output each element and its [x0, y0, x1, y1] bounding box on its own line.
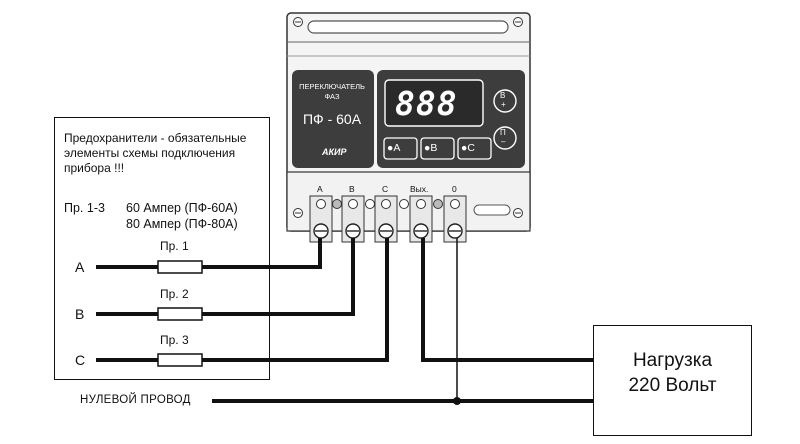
select-button-circle — [493, 89, 517, 113]
program-button-sign: – — [501, 137, 506, 146]
terminal-label-c: C — [382, 184, 389, 194]
fuse-spec-60a: 60 Ампер (ПФ-60А) — [126, 201, 238, 215]
phase-b-button: ●B — [424, 142, 438, 154]
load-label-line2: 220 Вольт — [628, 375, 717, 396]
terminal-label-a: A — [317, 184, 323, 194]
terminal-label-b: B — [349, 184, 355, 194]
device-model: ПФ - 60А — [302, 111, 362, 127]
phase-b-label: B — [75, 306, 85, 322]
fuse-1 — [157, 260, 203, 274]
load-label-line1: Нагрузка — [632, 350, 713, 371]
device-title-line2: ФАЗ — [324, 92, 340, 101]
device-title-line1: ПЕРЕКЛЮЧАТЕЛЬ — [299, 82, 365, 91]
load-box — [593, 325, 752, 436]
terminal-label-output: Вых. — [410, 184, 429, 194]
fuse-note-text: Предохранители - обязательные элементы с… — [64, 131, 247, 175]
phase-c-button-frame — [457, 137, 492, 160]
program-button-label: П — [500, 128, 506, 137]
fuse-spec-80a: 80 Ампер (ПФ-80А) — [126, 217, 238, 231]
terminal-label-zero: 0 — [452, 184, 457, 194]
fuse-2-label: Пр. 2 — [160, 287, 189, 301]
device-name-panel — [292, 70, 374, 168]
wire-output — [421, 238, 593, 362]
display-frame — [384, 79, 484, 127]
fuse-note-box — [54, 117, 270, 380]
fuse-spec-heading: Пр. 1-3 — [64, 201, 105, 215]
phase-a-label: A — [75, 259, 85, 275]
select-button-sign: + — [501, 100, 506, 109]
phase-a-button: ●A — [387, 142, 401, 154]
neutral-wire-label: НУЛЕВОЙ ПРОВОД — [80, 394, 191, 406]
akip-logo: АКИР — [322, 147, 347, 157]
phase-b-button-frame — [420, 137, 455, 160]
fuse-1-label: Пр. 1 — [160, 239, 189, 253]
phase-c-button: ●C — [461, 142, 475, 154]
neutral-junction — [453, 397, 461, 405]
program-button-circle — [493, 126, 517, 150]
phase-a-button-frame — [383, 137, 418, 160]
select-button-label: В — [500, 91, 506, 100]
fuse-2 — [157, 307, 203, 321]
terminal-block — [309, 195, 467, 243]
fuse-3 — [157, 353, 203, 367]
phase-c-label: C — [75, 352, 86, 368]
seven-segment-display: 888 — [395, 84, 458, 123]
fuse-3-label: Пр. 3 — [160, 333, 189, 347]
